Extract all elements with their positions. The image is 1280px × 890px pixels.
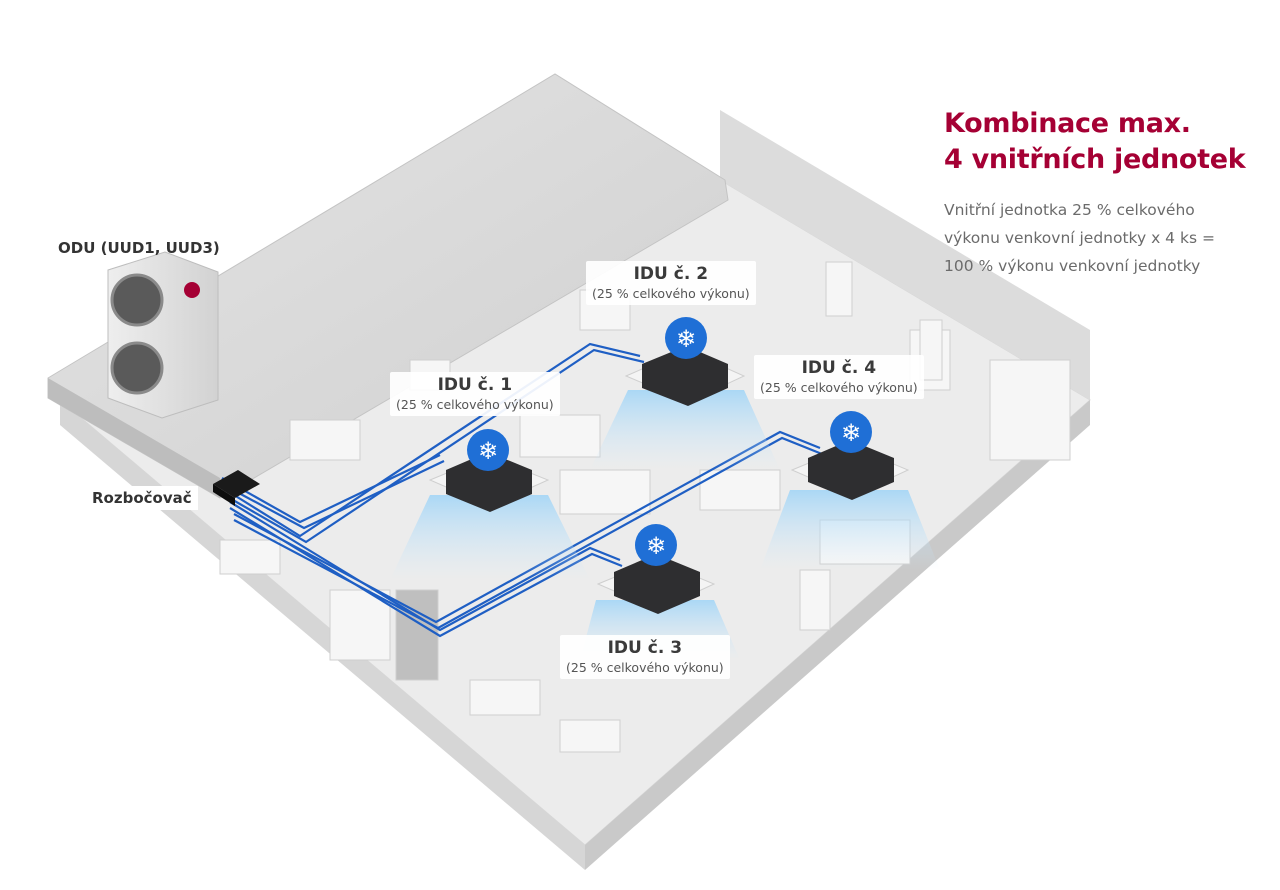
pipe-idu4 [233,430,821,624]
idu-3-label: IDU č. 3 (25 % celkového výkonu) [560,635,730,679]
idu-1-title: IDU č. 1 [437,375,513,395]
pipe-idu3-b [229,507,623,638]
shelf [799,569,831,631]
right-wall [585,400,1090,870]
unit-body [614,554,700,614]
back-wall [720,110,1090,400]
idu-4-label: IDU č. 4 (25 % celkového výkonu) [754,355,924,399]
snowflake-icon [467,429,509,471]
headline: Kombinace max. 4 vnitřních jednotek [944,106,1264,178]
idu-2-subtitle: (25 % celkového výkonu) [592,286,750,301]
unit-body [642,346,728,406]
roof-edge [48,378,220,498]
headline-line-2: 4 vnitřních jednotek [944,144,1246,175]
idu-1-graphic: ❄ [390,429,590,580]
sofa [469,679,541,716]
left-wall [60,400,585,870]
airflow [760,490,940,570]
description-line-2: výkonu venkovní jednotky x 4 ks = [944,229,1215,247]
sofa [219,539,281,575]
pipe-idu1-b [221,460,445,530]
airflow [390,495,590,580]
pipe-idu1 [221,454,441,524]
unit-body [808,440,894,500]
idu-1-label: IDU č. 1 (25 % celkového výkonu) [390,372,560,416]
lg-logo-icon [184,282,200,298]
snowflake-icon: ❄ [841,419,861,447]
cabinet [989,359,1071,461]
idu-2-graphic: ❄ [590,317,780,470]
sofa [559,719,621,753]
fan-grille-bottom [110,341,164,395]
pipe-idu3 [229,501,621,632]
outdoor-unit [107,251,219,419]
idu-4-title: IDU č. 4 [801,358,877,378]
splitter-side [213,484,235,506]
splitter-top [213,470,260,498]
snowflake-icon: ❄ [478,437,498,465]
splitter-label: Rozbočovač [86,486,198,510]
snowflake-icon: ❄ [646,532,666,560]
pipe-idu4-b [233,436,823,630]
refrigerant-pipes [221,342,823,638]
door [825,261,853,317]
unit-body [446,452,532,512]
description-line-1: Vnitřní jednotka 25 % celkového [944,201,1195,219]
idu-2-label: IDU č. 2 (25 % celkového výkonu) [586,261,756,305]
idu-4-subtitle: (25 % celkového výkonu) [760,380,918,395]
idu-2-title: IDU č. 2 [633,264,709,284]
splitter-box [213,470,260,506]
description-line-3: 100 % výkonu venkovní jednotky [944,257,1201,275]
airflow [590,390,780,470]
idu-3-subtitle: (25 % celkového výkonu) [566,660,724,675]
odu-label: ODU (UUD1, UUD3) [58,239,220,257]
snowflake-icon: ❄ [676,325,696,353]
snowflake-icon [665,317,707,359]
idu-1-subtitle: (25 % celkového výkonu) [396,397,554,412]
idu-4-graphic: ❄ [760,411,940,570]
desk [519,414,601,458]
door [919,319,943,381]
desk [559,469,651,515]
shelf [329,589,391,661]
pipe-idu2-b [225,348,645,544]
headline-line-1: Kombinace max. [944,108,1191,139]
description: Vnitřní jednotka 25 % celkového výkonu v… [944,196,1264,280]
pipe-idu2 [225,342,641,538]
idu-3-title: IDU č. 3 [607,638,683,658]
snowflake-icon [635,524,677,566]
desk [289,419,361,461]
snowflake-icon [830,411,872,453]
fan-grille-top [110,273,164,327]
